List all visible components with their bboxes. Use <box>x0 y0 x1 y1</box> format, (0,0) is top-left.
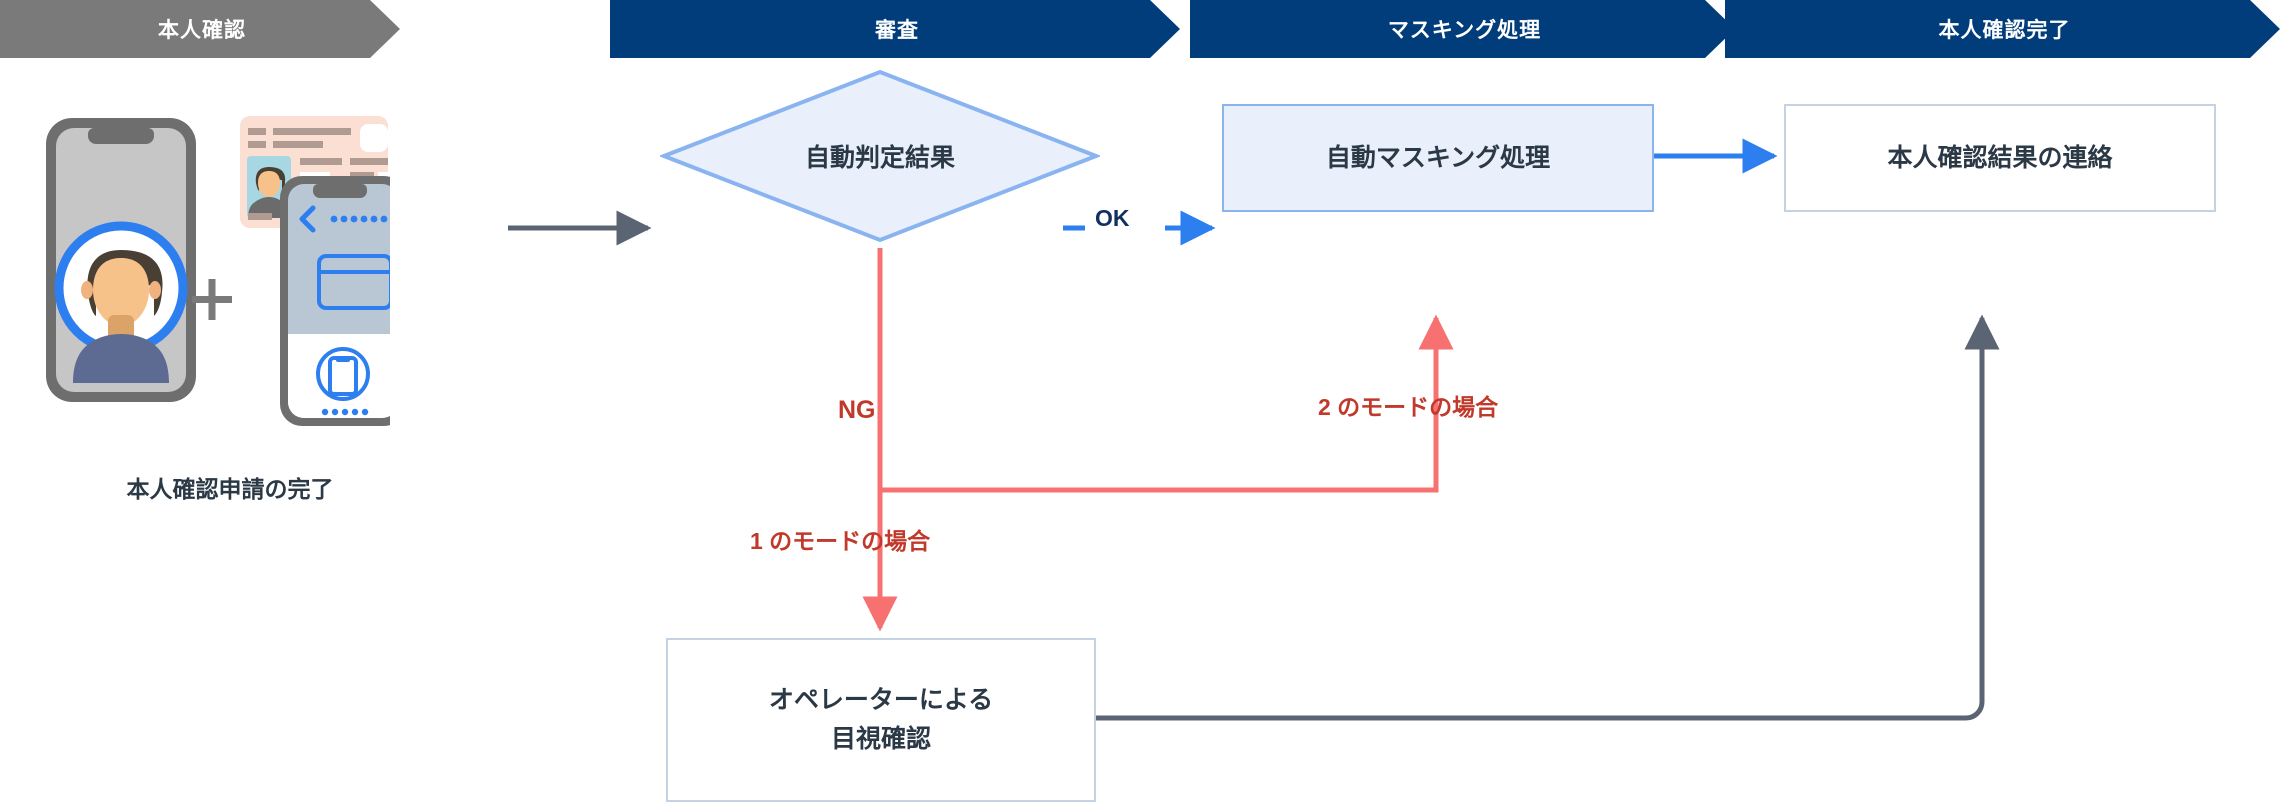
edge-label-mode-2: 2 のモードの場合 <box>1318 394 1499 420</box>
node-operator-label-line2: 目視確認 <box>830 725 931 753</box>
edge-label-ng: NG <box>838 396 876 424</box>
node-operator-label-line1: オペレーターによる <box>768 686 994 715</box>
node-verification-result-notice[interactable]: 本人確認結果の連絡 <box>1784 104 2216 212</box>
application-complete-caption: 本人確認申請の完了 <box>126 476 334 502</box>
step-chevron-2[interactable]: 審査 <box>610 0 1180 58</box>
node-operator-visual-check[interactable]: オペレーターによる 目視確認 <box>666 638 1096 802</box>
document-scan-phone-icon <box>280 176 390 426</box>
diamond-shape <box>660 69 1100 243</box>
selfie-phone-icon <box>46 118 196 402</box>
node-auto-masking-label: 自動マスキング処理 <box>1325 143 1551 172</box>
edge-label-mode-1: 1 のモードの場合 <box>750 528 931 554</box>
step-chevron-3[interactable]: マスキング処理 <box>1190 0 1735 58</box>
plus-icon <box>192 279 232 320</box>
step-chevron-1-label: 本人確認 <box>158 19 246 42</box>
edge-label-ok: OK <box>1095 205 1130 231</box>
step-chevron-4-label: 本人確認完了 <box>1938 19 2071 42</box>
step-chevron-2-label: 審査 <box>875 19 919 42</box>
process-step-header: 本人確認 審査 マスキング処理 本人確認完了 <box>0 0 2280 58</box>
step-chevron-3-label: マスキング処理 <box>1387 19 1542 42</box>
decision-node-label: 自動判定結果 <box>804 144 955 172</box>
decision-node-auto-judgement[interactable]: 自動判定結果 <box>660 68 1100 244</box>
edge-operator-to-result <box>1092 314 2000 721</box>
step-chevron-4[interactable]: 本人確認完了 <box>1725 0 2280 58</box>
node-verification-result-label: 本人確認結果の連絡 <box>1887 143 2113 172</box>
node-auto-masking[interactable]: 自動マスキング処理 <box>1222 104 1654 212</box>
step-chevron-1[interactable]: 本人確認 <box>0 0 400 58</box>
edge-ng-to-mode2 <box>877 248 1454 493</box>
identity-verification-illustration <box>46 116 390 426</box>
